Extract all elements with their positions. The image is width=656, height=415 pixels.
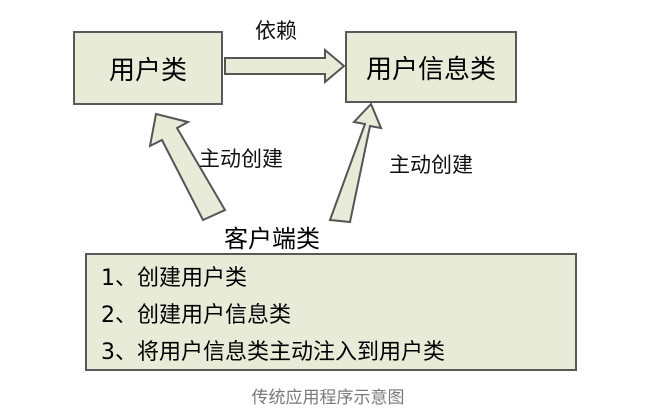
user-class-label: 用户类 xyxy=(109,56,187,86)
create-user-info-arrow-shape xyxy=(328,102,383,224)
diagram-caption: 传统应用程序示意图 xyxy=(252,388,405,408)
user-class-box xyxy=(73,31,223,105)
dependency-arrow: 依赖 xyxy=(224,19,346,85)
create-user-info-label: 主动创建 xyxy=(389,153,473,177)
create-user-arrow-shape xyxy=(148,112,227,222)
user-info-class-box xyxy=(345,31,517,103)
steps-box-rect xyxy=(85,253,577,371)
step-item-1: 1、创建用户类 xyxy=(101,266,247,291)
create-user-info-arrow: 主动创建 xyxy=(328,102,473,224)
steps-box: 1、创建用户类 2、创建用户信息类 3、将用户信息类主动注入到用户类 xyxy=(85,253,577,371)
create-user-arrow: 主动创建 xyxy=(148,112,283,222)
client-class-label: 客户端类 xyxy=(224,225,320,253)
dependency-arrow-shape xyxy=(224,47,346,85)
user-info-class-node: 用户信息类 xyxy=(345,31,517,103)
create-user-label: 主动创建 xyxy=(199,147,283,171)
dependency-label: 依赖 xyxy=(255,19,297,43)
step-item-2: 2、创建用户信息类 xyxy=(101,303,291,328)
user-info-class-label: 用户信息类 xyxy=(366,55,496,85)
user-class-node: 用户类 xyxy=(73,31,223,105)
step-item-3: 3、将用户信息类主动注入到用户类 xyxy=(101,340,445,365)
